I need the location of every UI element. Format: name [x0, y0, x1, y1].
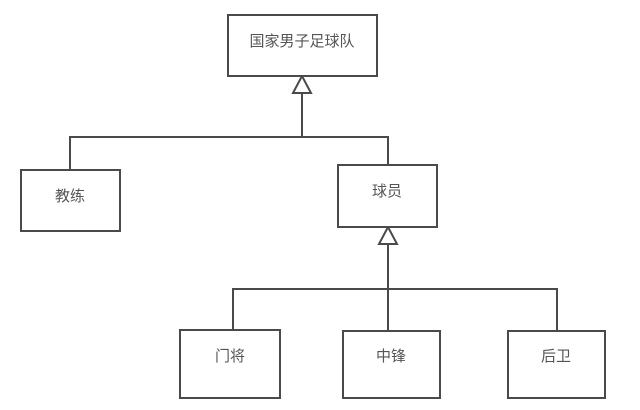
node-label-defender: 后卫 — [541, 347, 571, 365]
arrowhead-group — [291, 73, 399, 245]
node-box-team[interactable] — [227, 14, 378, 77]
node-box-coach[interactable] — [20, 169, 121, 232]
node-defender[interactable]: 后卫 — [507, 330, 606, 399]
node-coach[interactable]: 教练 — [20, 169, 121, 232]
node-label-team: 国家男子足球队 — [249, 32, 354, 50]
generalization-arrow-icon-team — [291, 73, 313, 94]
edge-player-to-team — [301, 93, 389, 165]
node-box-player[interactable] — [337, 164, 438, 228]
node-label-coach: 教练 — [55, 187, 85, 205]
edge-coach-to-team — [69, 136, 302, 170]
node-label-center-forward: 中锋 — [376, 347, 406, 365]
node-label-goalkeeper: 门将 — [215, 347, 245, 365]
edge-goalkeeper-to-player — [232, 288, 388, 330]
edge-group — [69, 93, 558, 331]
node-national-mens-football-team[interactable]: 国家男子足球队 — [227, 14, 378, 77]
node-group: 国家男子足球队 教练 球员 门将 中锋 后卫 — [20, 14, 606, 399]
node-goalkeeper[interactable]: 门将 — [179, 329, 281, 399]
generalization-arrow-icon-player — [377, 224, 399, 245]
node-label-player: 球员 — [372, 182, 402, 200]
node-box-center-forward[interactable] — [342, 330, 441, 399]
edge-defender-to-player — [388, 288, 558, 331]
node-box-defender[interactable] — [507, 330, 606, 399]
node-center-forward[interactable]: 中锋 — [342, 330, 441, 399]
node-player[interactable]: 球员 — [337, 164, 438, 228]
node-box-goalkeeper[interactable] — [179, 329, 281, 399]
